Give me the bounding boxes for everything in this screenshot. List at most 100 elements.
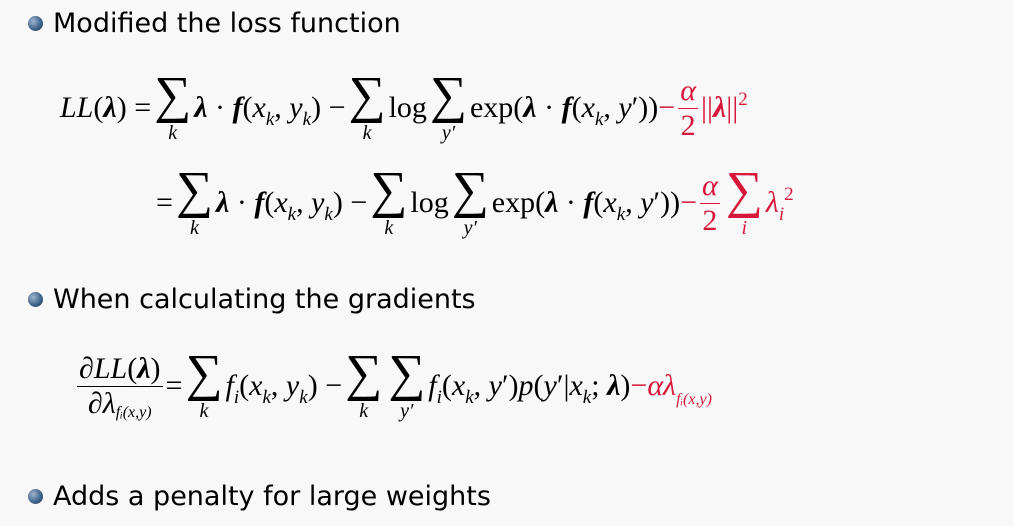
math-term: λ · f(xk, yk) − (194, 91, 346, 130)
math-symbol: λ (712, 91, 727, 124)
sigma-symbol: ∑ (388, 345, 426, 402)
math-symbol: i (233, 387, 240, 408)
math-symbol: ′ (631, 91, 639, 124)
math-symbol: ′ (556, 369, 564, 402)
math-symbol: λ (103, 91, 117, 124)
math-symbol: ( (441, 369, 452, 402)
math-symbol: λ (216, 186, 230, 219)
math-symbol: x (274, 186, 288, 219)
math-symbol: )) (660, 186, 681, 219)
math-symbol: k (287, 204, 297, 225)
math-symbol: f (225, 369, 234, 402)
summation-index: k (362, 122, 372, 144)
math-symbol: ) (311, 91, 322, 124)
math-symbol: x (451, 369, 466, 402)
math-symbol: λ (194, 91, 208, 124)
math-symbol: x (581, 91, 595, 124)
sigma-symbol: ∑ (154, 67, 192, 124)
sigma-symbol: ∑ (348, 67, 386, 124)
math-term: ||λ||2 (700, 89, 748, 125)
math-symbol: y (311, 186, 325, 219)
bullet-icon (28, 292, 43, 307)
sigma-symbol: ∑ (429, 67, 467, 124)
math-symbol: i (778, 204, 785, 225)
math-symbol: k (594, 109, 604, 130)
math-symbol: k (465, 387, 474, 408)
math-symbol: k (582, 387, 592, 408)
numerator: ∂LL(λ) (77, 352, 163, 386)
math-symbol: λ (137, 351, 151, 385)
math-symbol: f (254, 186, 265, 219)
math-symbol: ) (116, 91, 127, 124)
math-symbol: fᵢ(x,y) (115, 403, 152, 421)
math-symbol: )) (638, 91, 659, 124)
summation: ∑k (185, 345, 223, 423)
math-symbol: || (700, 91, 713, 124)
math-symbol: i (436, 387, 442, 408)
math-symbol: = (156, 186, 173, 219)
sigma-symbol: ∑ (175, 162, 213, 219)
math-symbol: ( (93, 91, 104, 124)
math-symbol: exp( (469, 91, 524, 124)
math-term: λ · f(xk, yk) − (216, 186, 368, 225)
math-symbol: , (296, 186, 312, 219)
math-term: − (680, 186, 697, 220)
math-symbol: · (558, 186, 584, 219)
summation-index: k (359, 400, 369, 422)
sigma-symbol: ∑ (345, 345, 383, 402)
math-symbol: ( (533, 369, 544, 402)
math-symbol: − (658, 91, 676, 124)
math-symbol: log (410, 186, 449, 219)
math-symbol: f (561, 91, 572, 124)
math-symbol: ∂ (79, 351, 94, 385)
math-symbol: = (126, 91, 152, 124)
math-term: = (166, 369, 183, 403)
math-symbol: k (262, 387, 271, 408)
math-symbol: x (569, 369, 583, 402)
math-symbol: − (342, 186, 368, 219)
math-symbol: ) (508, 369, 519, 402)
math-symbol: || (726, 91, 739, 124)
bullet-label: Modified the loss function (53, 8, 401, 39)
math-symbol: − (321, 91, 346, 124)
math-term: − (658, 91, 675, 125)
math-symbol: = (165, 369, 183, 402)
math-symbol: λ (102, 386, 116, 420)
sigma-symbol: ∑ (185, 345, 223, 402)
math-symbol: λ (607, 369, 621, 402)
summation-index: i (741, 217, 748, 239)
math-symbol: , (625, 186, 641, 219)
math-symbol: x (603, 186, 617, 219)
math-symbol: k (299, 387, 308, 408)
math-symbol: fᵢ(x,y) (676, 391, 712, 408)
math-symbol: k (616, 204, 626, 225)
math-symbol: λ (523, 91, 537, 124)
math-symbol: ; (591, 369, 608, 402)
math-term: LL(λ) = (60, 91, 151, 125)
math-symbol: x (249, 369, 263, 402)
math-symbol: 2 (784, 184, 794, 205)
summation-index: y′ (463, 217, 477, 239)
fraction-bar (77, 385, 163, 387)
math-symbol: y (543, 369, 557, 402)
math-symbol: αλ (647, 369, 677, 402)
math-symbol: p (518, 369, 534, 402)
math-symbol: λ (765, 186, 779, 219)
fraction-bar (699, 202, 720, 204)
numerator: α (701, 168, 718, 202)
math-symbol: ( (571, 91, 582, 124)
math-term: λi2 (765, 184, 794, 225)
math-symbol: ∂ (87, 386, 103, 420)
math-symbol: y (488, 369, 502, 402)
summation-index: k (199, 400, 209, 422)
math-symbol: ) (307, 369, 318, 402)
denominator: 2 (680, 108, 696, 142)
bullet-icon (28, 16, 43, 31)
math-symbol: λ (545, 186, 559, 219)
summation: ∑i (726, 165, 763, 240)
sigma-symbol: ∑ (451, 162, 489, 219)
